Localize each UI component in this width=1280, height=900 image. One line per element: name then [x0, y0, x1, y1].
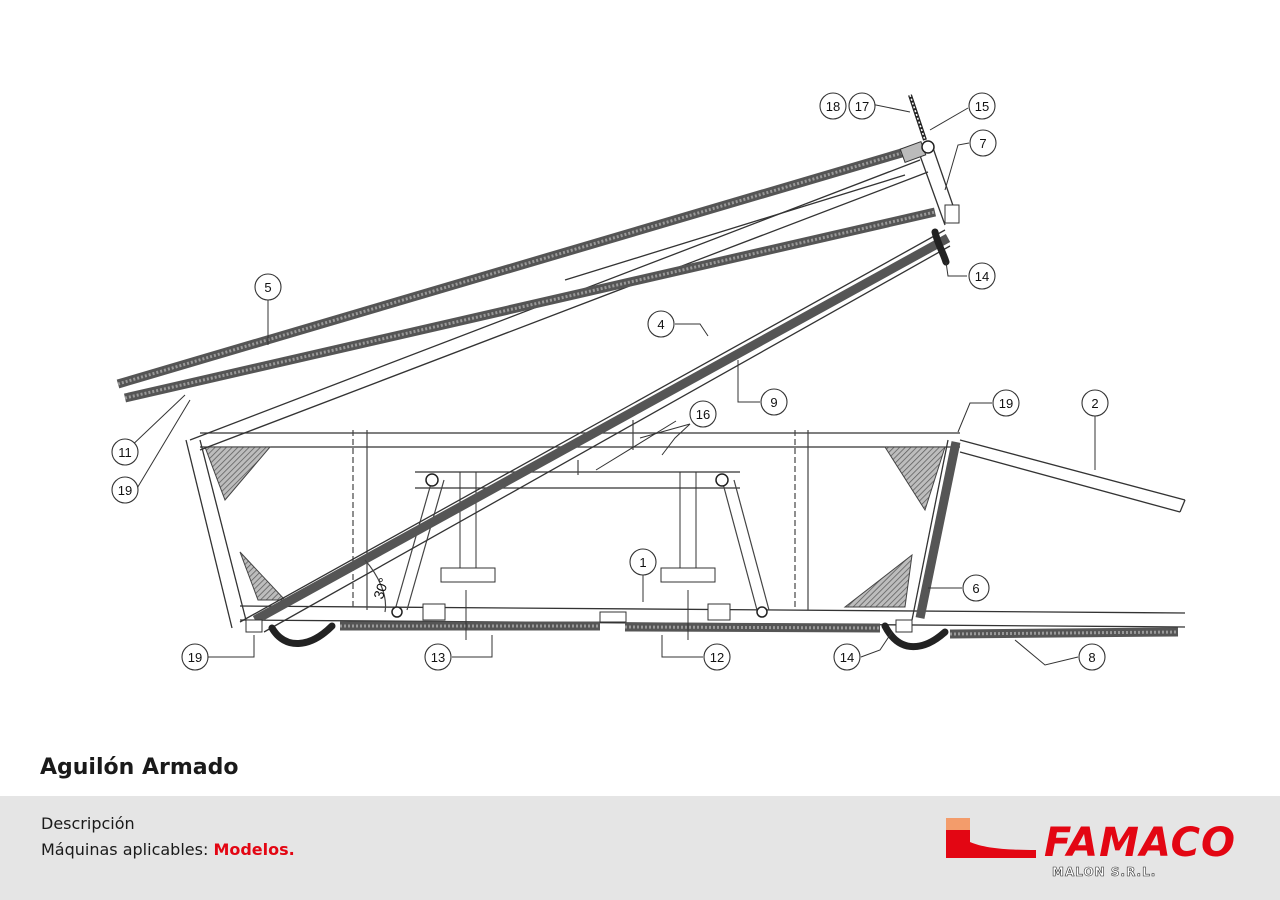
callout-19-bottom: 19 [181, 643, 209, 671]
assembly-diagram: 30° 18 17 15 7 14 5 4 9 16 [111, 92, 1186, 671]
svg-text:2: 2 [1091, 396, 1098, 411]
svg-text:8: 8 [1088, 650, 1095, 665]
svg-text:11: 11 [118, 445, 132, 460]
top-post [899, 94, 960, 226]
callout-18: 18 [819, 92, 847, 120]
callout-labels: 18 17 15 7 14 5 4 9 16 19 2 11 19 1 6 19… [111, 92, 1109, 671]
right-arm [959, 439, 1186, 513]
callout-4: 4 [647, 310, 675, 338]
svg-text:19: 19 [118, 483, 132, 498]
callout-12: 12 [703, 643, 731, 671]
callout-9: 9 [760, 388, 788, 416]
callout-5: 5 [254, 273, 282, 301]
applicable-machines-label: Máquinas aplicables: [41, 840, 209, 859]
svg-text:13: 13 [431, 650, 445, 665]
svg-text:9: 9 [770, 395, 777, 410]
angle-indicator: 30° [364, 559, 392, 613]
callout-19-left: 19 [111, 476, 139, 504]
leader-lines [124, 103, 1096, 666]
svg-text:14: 14 [840, 650, 854, 665]
svg-text:14: 14 [975, 269, 989, 284]
svg-text:17: 17 [855, 99, 869, 114]
gussets [204, 446, 946, 608]
callout-13: 13 [424, 643, 452, 671]
center-support [391, 420, 770, 621]
applicable-machines: Máquinas aplicables: Modelos. [41, 840, 295, 859]
page-title: Aguilón Armado [40, 755, 239, 780]
callout-14-top: 14 [968, 262, 996, 290]
svg-text:19: 19 [999, 396, 1013, 411]
svg-text:18: 18 [826, 99, 840, 114]
upper-beam [116, 147, 937, 403]
description-label: Descripción [41, 814, 135, 833]
info-footer: Descripción Máquinas aplicables: Modelos… [0, 796, 1280, 900]
logo-sub: MALON S.R.L. [1052, 865, 1156, 879]
callout-15: 15 [968, 92, 996, 120]
callout-2: 2 [1081, 389, 1109, 417]
callout-7: 7 [969, 129, 997, 157]
hoses [268, 228, 950, 651]
callout-16: 16 [689, 400, 717, 428]
svg-text:16: 16 [696, 407, 710, 422]
svg-text:12: 12 [710, 650, 724, 665]
callout-11: 11 [111, 438, 139, 466]
callout-8: 8 [1078, 643, 1106, 671]
end-blocks [245, 611, 913, 633]
callout-1: 1 [629, 548, 657, 576]
svg-text:6: 6 [972, 581, 979, 596]
callout-14-bottom: 14 [833, 643, 861, 671]
models-link[interactable]: Modelos. [213, 840, 295, 859]
famaco-logo: FAMACO MALON S.R.L. [946, 818, 1236, 879]
svg-text:15: 15 [975, 99, 989, 114]
logo-brand: FAMACO [1044, 820, 1236, 866]
svg-text:19: 19 [188, 650, 202, 665]
svg-text:5: 5 [264, 280, 271, 295]
svg-text:1: 1 [639, 555, 646, 570]
callout-17: 17 [848, 92, 876, 120]
callout-19-right: 19 [992, 389, 1020, 417]
svg-text:4: 4 [657, 317, 664, 332]
callout-6: 6 [962, 574, 990, 602]
svg-text:7: 7 [979, 136, 986, 151]
lower-bars [340, 621, 1179, 639]
angle-label: 30° [370, 576, 392, 601]
